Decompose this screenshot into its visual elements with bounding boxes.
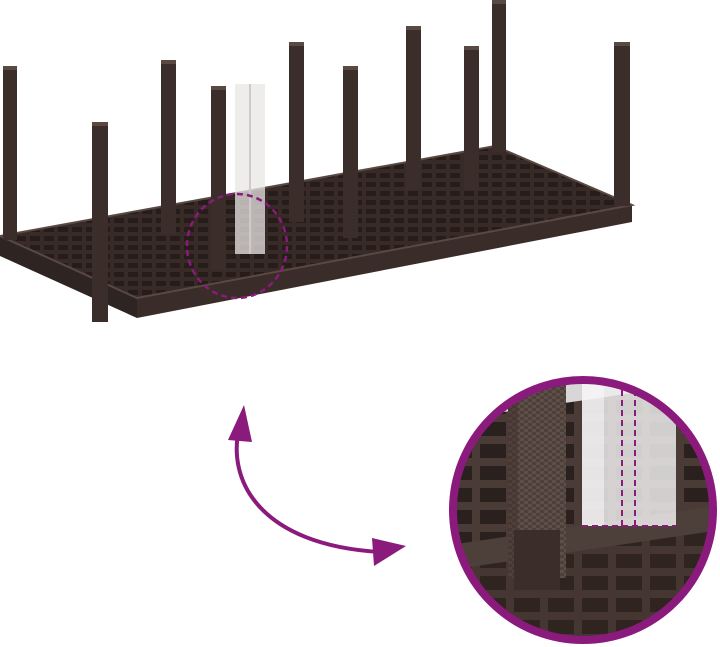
posts	[3, 0, 630, 322]
post	[289, 44, 304, 222]
post	[343, 68, 358, 238]
zoom-detail	[449, 376, 717, 644]
post	[406, 28, 421, 190]
rotate-arrow-icon	[228, 405, 406, 566]
transparent-insert	[235, 84, 265, 254]
post	[211, 88, 226, 270]
post	[614, 44, 630, 206]
post	[464, 48, 479, 190]
post	[492, 2, 506, 152]
frame-front-edge	[137, 205, 632, 318]
detail-highlight-circle	[185, 192, 289, 300]
post	[92, 124, 108, 322]
post	[3, 68, 17, 240]
post	[161, 62, 176, 234]
